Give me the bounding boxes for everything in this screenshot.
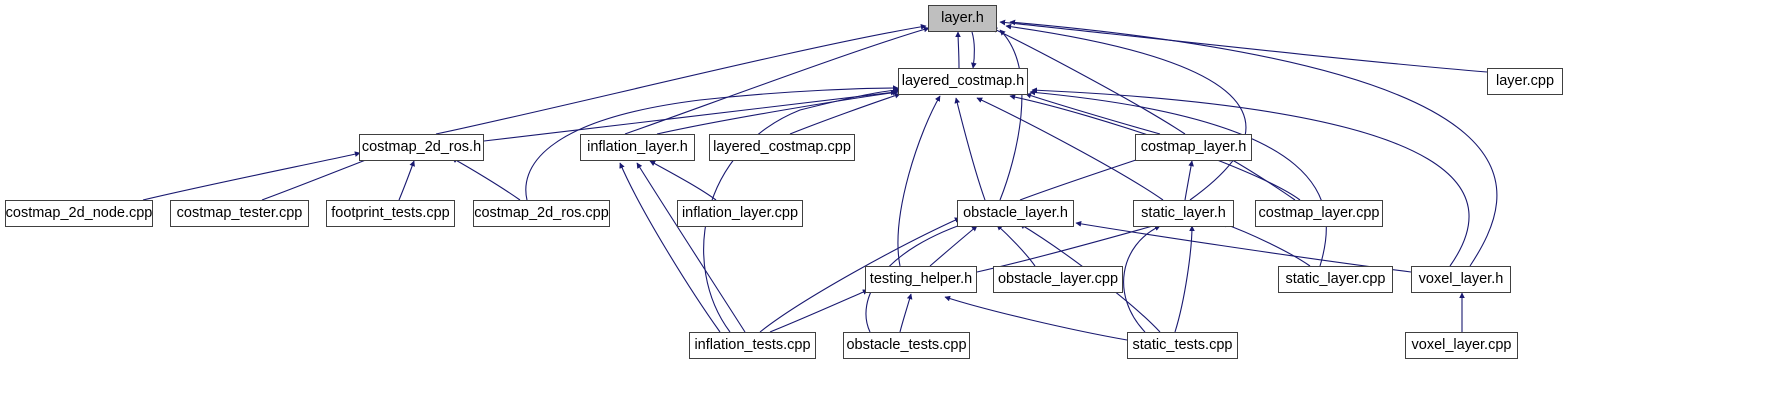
graph-edge [398,160,415,201]
graph-node-layer-h[interactable]: layer.h [928,5,997,32]
graph-edge [656,89,899,135]
graph-edge [971,31,977,69]
graph-node-label: voxel_layer.cpp [1411,337,1512,354]
graph-edge [636,162,746,333]
graph-node-static-layer-cpp[interactable]: static_layer.cpp [1278,266,1393,293]
graph-node-label: obstacle_layer.cpp [997,271,1119,288]
graph-edge [991,27,1186,135]
graph-node-voxel-layer-cpp[interactable]: voxel_layer.cpp [1405,332,1518,359]
graph-node-label: inflation_tests.cpp [694,337,811,354]
graph-node-layered-costmap-h[interactable]: layered_costmap.h [898,68,1028,95]
graph-node-label: costmap_2d_node.cpp [5,205,153,222]
graph-node-label: footprint_tests.cpp [331,205,450,222]
graph-edge [897,95,941,267]
graph-node-label: inflation_layer.cpp [681,205,799,222]
graph-edge [944,295,1128,341]
graph-node-static-layer-h[interactable]: static_layer.h [1133,200,1234,227]
graph-node-label: testing_helper.h [869,271,973,288]
graph-edge [976,97,1164,201]
graph-node-obstacle-tests-cpp[interactable]: obstacle_tests.cpp [843,332,970,359]
graph-node-label: layer.h [941,10,984,27]
graph-node-footprint-tests-cpp[interactable]: footprint_tests.cpp [326,200,455,227]
graph-edge [1123,225,1161,333]
graph-edge [1031,87,1470,267]
graph-edge [1025,92,1161,135]
graph-node-inflation-tests-cpp[interactable]: inflation_tests.cpp [689,332,816,359]
graph-edge [759,217,961,333]
graph-node-label: costmap_layer.h [1140,139,1247,156]
graph-node-layer-cpp[interactable]: layer.cpp [1487,68,1563,95]
graph-node-label: layered_costmap.h [901,73,1025,90]
graph-edge [1009,19,1498,267]
graph-node-testing-helper-h[interactable]: testing_helper.h [865,266,977,293]
graph-edge [999,29,1023,201]
graph-edge [483,89,897,142]
graph-node-obstacle-layer-cpp[interactable]: obstacle_layer.cpp [993,266,1123,293]
graph-node-costmap-2d-ros-h[interactable]: costmap_2d_ros.h [359,134,484,161]
graph-node-inflation-layer-cpp[interactable]: inflation_layer.cpp [677,200,803,227]
graph-edge [929,225,978,267]
graph-edge [955,31,961,69]
graph-node-costmap-2d-node-cpp[interactable]: costmap_2d_node.cpp [5,200,153,227]
graph-edge [619,162,721,333]
graph-node-layered-costmap-cpp[interactable]: layered_costmap.cpp [709,134,855,161]
graph-edge [954,97,986,201]
graph-edge [451,157,521,201]
graph-edge [1005,23,1247,201]
graph-node-label: layer.cpp [1495,73,1555,90]
graph-edge [142,151,361,201]
graph-edge [1075,221,1412,273]
graph-node-label: costmap_tester.cpp [176,205,303,222]
graph-edge [899,293,913,333]
graph-edge [1029,89,1327,267]
graph-edge [999,19,1488,73]
graph-node-costmap-tester-cpp[interactable]: costmap_tester.cpp [170,200,309,227]
graph-node-label: obstacle_tests.cpp [846,337,967,354]
graph-edge [624,26,930,135]
graph-node-label: costmap_layer.cpp [1258,205,1380,222]
graph-edge [435,24,927,135]
graph-node-label: layered_costmap.cpp [713,139,851,156]
graph-node-label: costmap_2d_ros.h [361,139,482,156]
graph-node-label: static_layer.h [1141,205,1226,222]
graph-node-label: costmap_2d_ros.cpp [474,205,609,222]
graph-edge [649,160,717,201]
graph-node-label: static_tests.cpp [1132,337,1233,354]
graph-node-costmap-layer-h[interactable]: costmap_layer.h [1135,134,1252,161]
graph-node-label: obstacle_layer.h [963,205,1068,222]
graph-edge [769,289,869,333]
graph-node-static-tests-cpp[interactable]: static_tests.cpp [1127,332,1238,359]
graph-node-inflation-layer-h[interactable]: inflation_layer.h [580,134,695,161]
graph-node-obstacle-layer-h[interactable]: obstacle_layer.h [957,200,1074,227]
graph-edge [703,87,901,333]
graph-edge [261,155,377,201]
graph-node-label: voxel_layer.h [1418,271,1504,288]
graph-node-voxel-layer-h[interactable]: voxel_layer.h [1411,266,1511,293]
graph-node-costmap-layer-cpp[interactable]: costmap_layer.cpp [1255,200,1383,227]
graph-node-label: static_layer.cpp [1285,271,1386,288]
graph-edge [1174,225,1195,333]
graph-node-costmap-2d-ros-cpp[interactable]: costmap_2d_ros.cpp [473,200,610,227]
graph-node-label: inflation_layer.h [587,139,688,156]
graph-edge [789,92,901,135]
graph-edge [1184,160,1194,201]
graph-edge [996,224,1036,267]
graph-edge [1221,222,1311,267]
graph-edge [525,85,899,201]
